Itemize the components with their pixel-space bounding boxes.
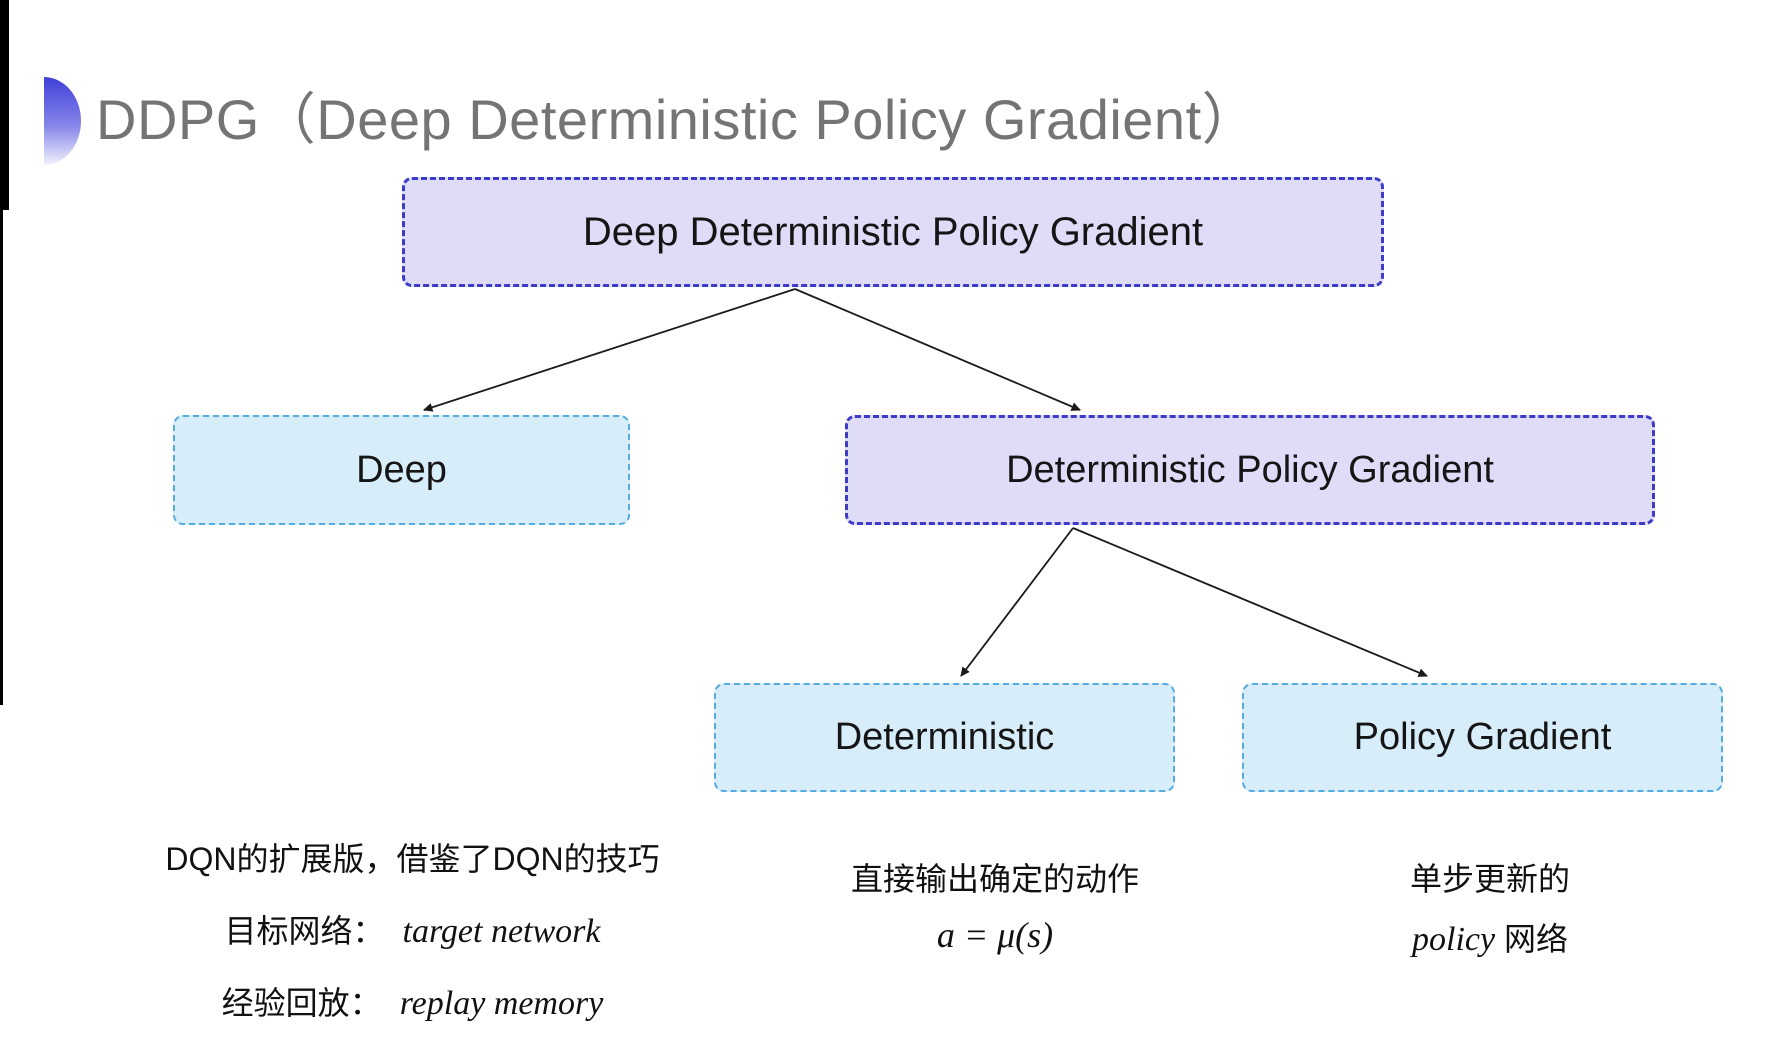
- node-deep-label: Deep: [356, 448, 447, 491]
- annotation-deep: DQN的扩展版，借鉴了DQN的技巧 目标网络： target network 经验…: [120, 834, 705, 1024]
- annotation-deep-line2-value: target network: [402, 913, 601, 950]
- arrow-root-to-dpg: [794, 288, 1081, 411]
- node-dpg-label: Deterministic Policy Gradient: [1006, 448, 1494, 491]
- node-deterministic-policy-gradient: Deterministic Policy Gradient: [845, 415, 1655, 525]
- page-title: DDPG（Deep Deterministic Policy Gradient）: [96, 88, 1259, 151]
- annotation-deep-line2-label: 目标网络：: [224, 913, 385, 949]
- title-bullet-icon: [44, 77, 81, 165]
- annotation-policy-gradient: 单步更新的 policy 网络: [1290, 854, 1690, 960]
- node-deterministic: Deterministic: [714, 683, 1175, 792]
- annotation-deep-line1: DQN的扩展版，借鉴了DQN的技巧: [165, 841, 660, 877]
- node-deterministic-label: Deterministic: [834, 716, 1055, 758]
- arrow-dpg-to-deterministic: [960, 527, 1074, 677]
- node-policy-gradient-label: Policy Gradient: [1353, 716, 1612, 758]
- annotation-deep-line3-label: 经验回放：: [221, 985, 382, 1021]
- screen-edge-artifact-left-thin: [0, 0, 3, 705]
- arrow-root-to-deep: [423, 288, 796, 412]
- node-root: Deep Deterministic Policy Gradient: [402, 177, 1384, 287]
- annotation-deep-line2: 目标网络： target network: [224, 906, 600, 952]
- annotation-policy-gradient-line2: policy 网络: [1412, 914, 1568, 960]
- annotation-deep-line3-value: replay memory: [399, 985, 604, 1022]
- node-deep: Deep: [173, 415, 630, 525]
- annotation-deterministic: 直接输出确定的动作 a = μ(s): [795, 854, 1195, 956]
- annotation-policy-gradient-line1: 单步更新的: [1409, 861, 1570, 897]
- arrow-dpg-to-policy-gradient: [1072, 527, 1428, 677]
- screen-edge-artifact-left-thick: [0, 0, 9, 210]
- annotation-deterministic-line1: 直接输出确定的动作: [850, 861, 1139, 897]
- annotation-policy-gradient-line2-rest: 网络: [1495, 921, 1568, 957]
- annotation-deterministic-formula: a = μ(s): [936, 915, 1054, 955]
- node-root-label: Deep Deterministic Policy Gradient: [582, 209, 1204, 254]
- annotation-deep-line3: 经验回放： replay memory: [222, 978, 604, 1024]
- annotation-policy-gradient-line2-italic: policy: [1412, 921, 1496, 958]
- node-policy-gradient: Policy Gradient: [1242, 683, 1723, 792]
